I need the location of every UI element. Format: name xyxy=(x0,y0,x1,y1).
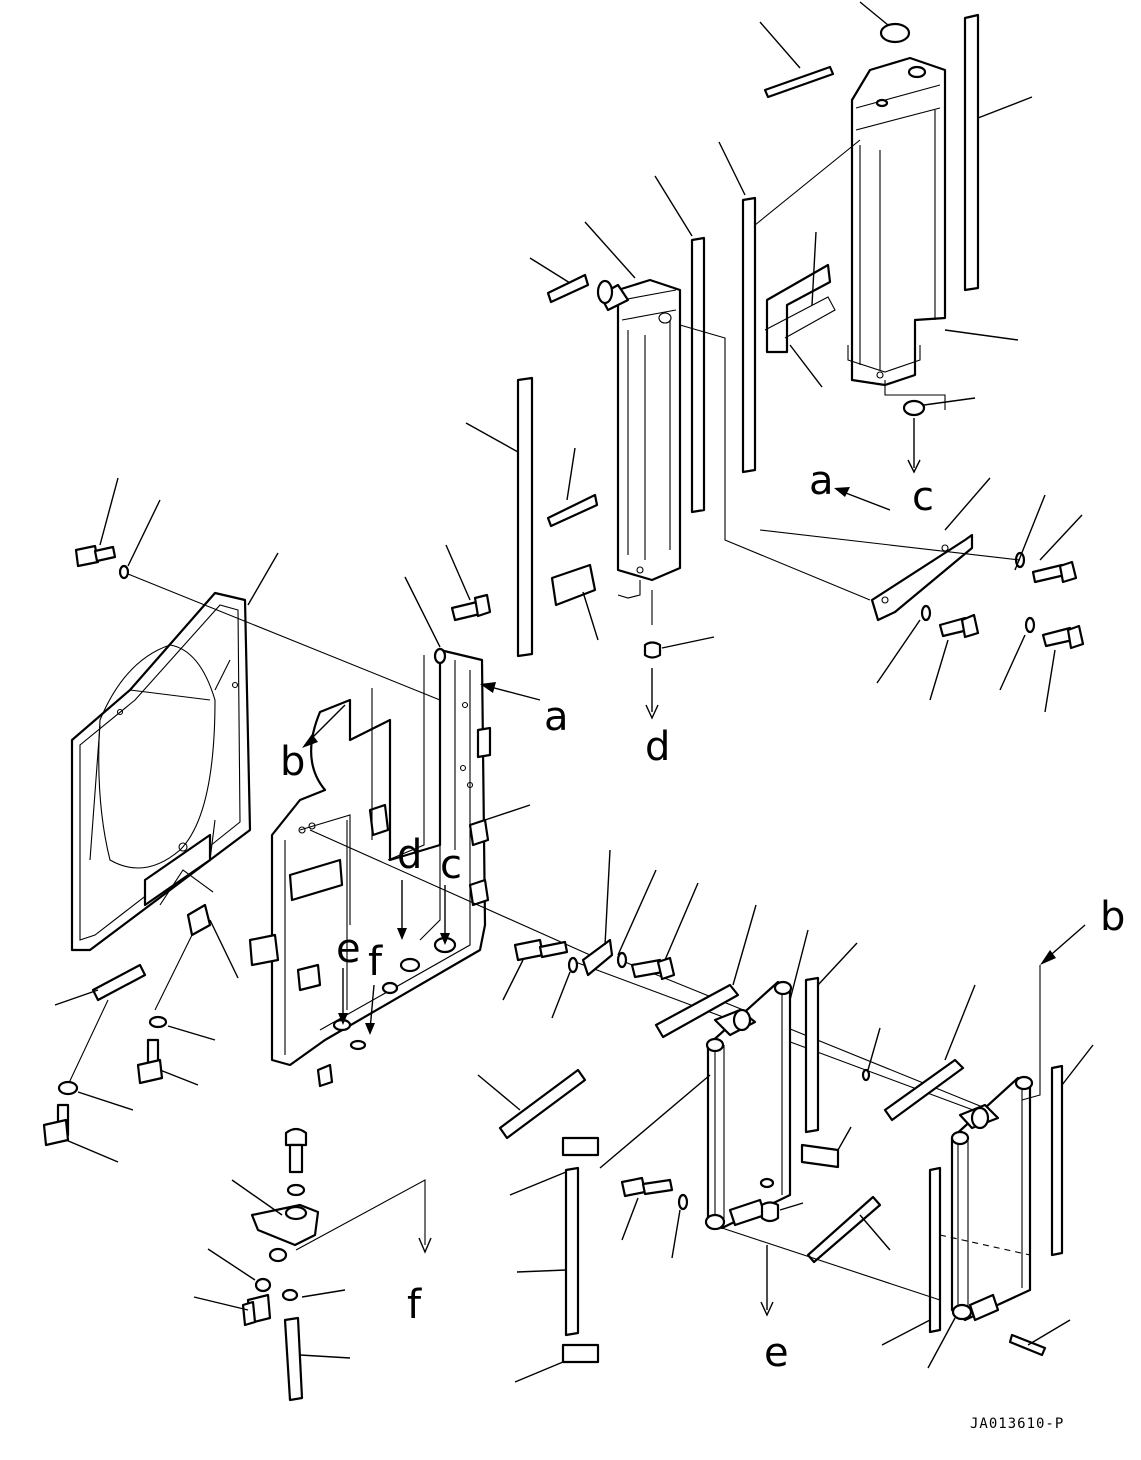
washer xyxy=(433,647,447,665)
callout-b-mid: b xyxy=(280,739,305,785)
mount-bracket-right xyxy=(870,533,974,622)
seal-block xyxy=(550,563,597,607)
fan-shroud xyxy=(70,591,252,952)
seal-strip-vertical xyxy=(928,1166,942,1334)
seal-strip xyxy=(883,1058,965,1122)
seal-bracket xyxy=(765,263,832,354)
spacer xyxy=(760,1201,780,1223)
callout-d-mid: d xyxy=(397,832,422,878)
washer xyxy=(1024,616,1036,634)
washer xyxy=(920,604,932,622)
pad xyxy=(561,1343,600,1364)
seal-strip-vertical xyxy=(564,1166,580,1337)
bolt xyxy=(620,1176,647,1198)
washer xyxy=(57,1080,79,1096)
callout-f-bottom: f xyxy=(407,1282,422,1328)
seal-strip-short xyxy=(546,493,599,528)
washer xyxy=(567,956,579,974)
callout-f-mid: f xyxy=(368,939,383,985)
radiator-core-1 xyxy=(704,980,793,1231)
seal-strip-vertical xyxy=(963,13,980,292)
seal-strip-long-3 xyxy=(516,376,534,658)
washer xyxy=(148,1015,168,1029)
shroud-seal xyxy=(91,963,147,1002)
callout-b-right: b xyxy=(1100,894,1125,940)
nut xyxy=(902,399,926,417)
bolt xyxy=(1008,1333,1047,1357)
washer xyxy=(118,564,130,580)
bolt xyxy=(513,938,545,962)
callout-c-top: c xyxy=(912,474,934,520)
seal-strip-vertical xyxy=(1050,1064,1064,1257)
callout-e-bottom: e xyxy=(764,1330,789,1376)
radiator-cap-icon xyxy=(879,22,911,44)
radiator-core-2 xyxy=(950,1075,1034,1322)
shroud-clip xyxy=(186,903,212,937)
pad xyxy=(800,1143,840,1169)
seal-strip-small xyxy=(763,65,835,99)
seal-strip-long-1 xyxy=(741,196,757,474)
seal-strip xyxy=(806,1195,882,1264)
callout-a-top: a xyxy=(809,458,834,504)
fuel-cooler-core xyxy=(596,278,682,582)
drain-valve-assembly xyxy=(241,1127,320,1402)
drawing-code: JA013610-P xyxy=(970,1416,1064,1432)
callout-d-top: d xyxy=(645,724,670,770)
seal-block-small xyxy=(546,273,590,304)
washer xyxy=(861,1068,871,1082)
pad xyxy=(561,1136,600,1157)
mount-bracket xyxy=(581,938,614,977)
spacer xyxy=(643,641,662,659)
callout-e-mid: e xyxy=(336,926,361,972)
seal-strip xyxy=(654,983,740,1039)
seal-strip xyxy=(498,1068,587,1140)
aftercooler-core xyxy=(847,22,947,387)
washer xyxy=(677,1193,689,1211)
seal-strip-long-2 xyxy=(690,236,706,514)
bolt xyxy=(74,544,100,568)
seal-strip-vertical xyxy=(804,976,820,1134)
washer xyxy=(616,951,628,969)
callout-a-mid: a xyxy=(544,694,569,740)
drain-hose xyxy=(283,1316,304,1402)
callout-c-mid: c xyxy=(440,842,462,888)
